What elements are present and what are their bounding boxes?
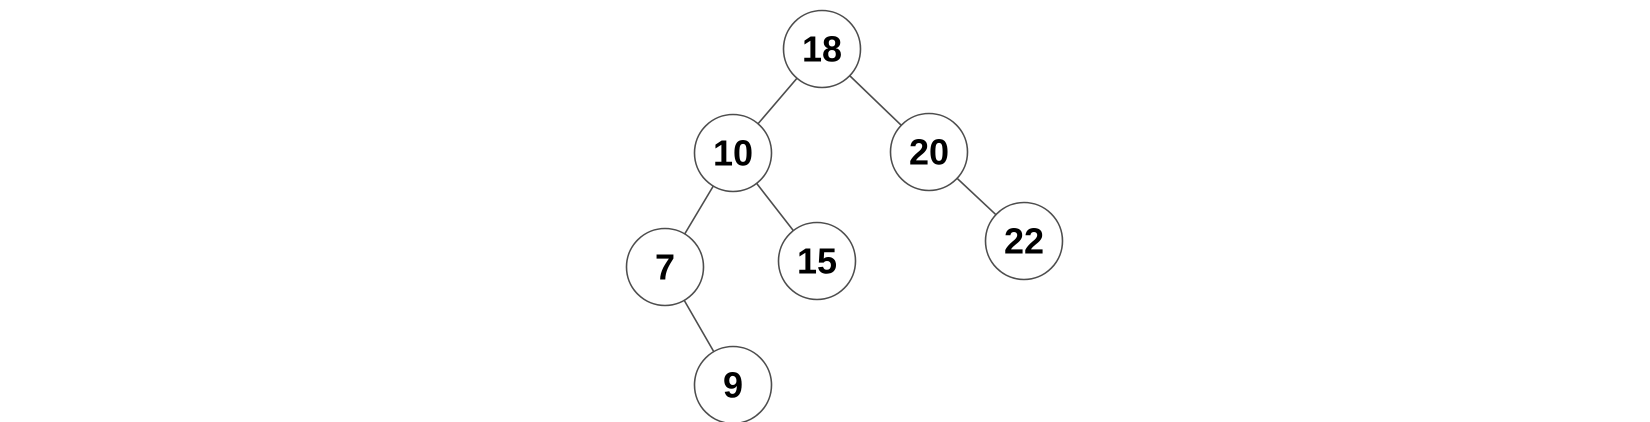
node-label: 10 xyxy=(713,133,753,174)
node-circle xyxy=(984,201,1064,281)
tree-node-9: 9 xyxy=(693,345,773,422)
tree-node-10: 10 xyxy=(693,113,773,193)
node-label: 15 xyxy=(797,241,837,282)
node-circle xyxy=(625,227,705,307)
tree-node-15: 15 xyxy=(777,221,857,301)
node-circle xyxy=(693,345,773,422)
tree-node-7: 7 xyxy=(625,227,705,307)
node-label: 18 xyxy=(802,29,842,70)
node-label: 20 xyxy=(909,132,949,173)
node-circle xyxy=(693,113,773,193)
node-circle xyxy=(889,112,969,192)
tree-node-20: 20 xyxy=(889,112,969,192)
node-label: 9 xyxy=(723,365,743,406)
node-circle xyxy=(777,221,857,301)
tree-node-22: 22 xyxy=(984,201,1064,281)
tree-node-18: 18 xyxy=(782,9,862,89)
node-label: 7 xyxy=(655,247,675,288)
node-circle xyxy=(782,9,862,89)
node-label: 22 xyxy=(1004,221,1044,262)
